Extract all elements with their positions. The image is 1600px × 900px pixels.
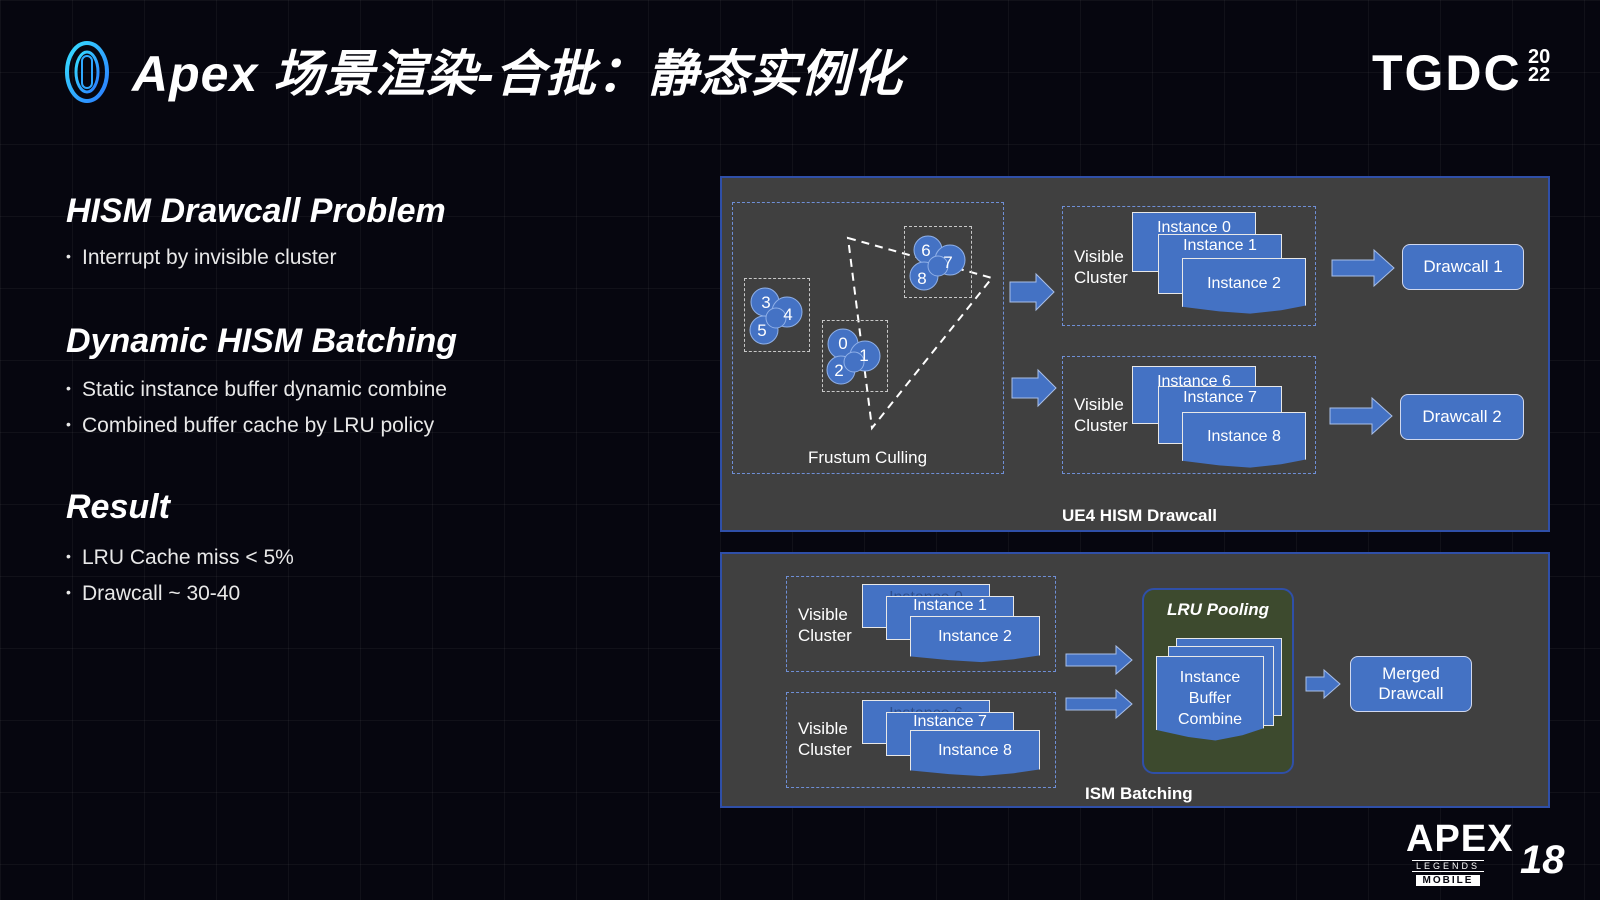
visible-cluster-label-line: Visible	[798, 605, 848, 624]
visible-cluster-label-line: Cluster	[798, 740, 852, 759]
visible-cluster-label: Visible Cluster	[798, 718, 852, 760]
section-heading-dynamic-batching: Dynamic HISM Batching	[66, 322, 458, 360]
cluster-number: 4	[783, 305, 793, 324]
visible-cluster-group	[786, 576, 1056, 672]
arrow-right-icon	[1011, 368, 1057, 408]
cluster-number: 3	[761, 293, 771, 312]
instance-card: Instance 8	[1182, 412, 1306, 468]
cluster-box	[744, 278, 810, 352]
cluster-box	[904, 226, 972, 298]
drawcall-box: Drawcall 1	[1402, 244, 1524, 290]
arrow-right-icon	[1065, 644, 1133, 676]
instance-blobs	[749, 235, 966, 385]
visible-cluster-label-line: Cluster	[798, 626, 852, 645]
visible-cluster-label-line: Cluster	[1074, 268, 1128, 287]
pool-line: Instance	[1179, 669, 1241, 686]
visible-cluster-label-line: Visible	[1074, 247, 1124, 266]
cluster-number: 5	[757, 321, 767, 340]
tgdc-year-bottom: 22	[1528, 64, 1551, 86]
apex-legends-logo: APEX LEGENDS MOBILE	[1406, 818, 1514, 886]
pool-line: Buffer	[1188, 690, 1232, 707]
apex-logo-mobile: MOBILE	[1416, 875, 1480, 886]
cluster-number: 7	[943, 253, 953, 272]
apex-logo-sub: LEGENDS	[1412, 860, 1484, 872]
lru-pooling-title: LRU Pooling	[1167, 600, 1269, 619]
cluster-number: 1	[859, 346, 869, 365]
section-heading-hism-problem: HISM Drawcall Problem	[66, 192, 446, 230]
tgdc-logo: TGDC	[1372, 45, 1522, 101]
frustum-culling-box	[732, 202, 1004, 474]
frustum-culling-label: Frustum Culling	[808, 448, 928, 467]
cluster-number: 6	[921, 241, 931, 260]
visible-cluster-label-line: Visible	[1074, 395, 1124, 414]
visible-cluster-label: Visible Cluster	[798, 604, 852, 646]
arrow-right-icon	[1331, 248, 1395, 288]
section-heading-result: Result	[66, 488, 170, 526]
panel-caption: UE4 HISM Drawcall	[1062, 506, 1217, 525]
bullet-item: LRU Cache miss < 5%	[66, 546, 294, 570]
ring-logo-icon	[65, 41, 109, 103]
visible-cluster-label: Visible Cluster	[1074, 246, 1128, 288]
arrow-right-icon	[1065, 688, 1133, 720]
drawcall-box: Drawcall 2	[1400, 394, 1524, 440]
bullet-item: Static instance buffer dynamic combine	[66, 378, 447, 402]
merged-drawcall-box: Merged Drawcall	[1350, 656, 1472, 712]
cluster-number: 2	[834, 361, 844, 380]
instance-buffer-combine-card: Instance Buffer Combine	[1156, 656, 1264, 741]
bullet-item: Combined buffer cache by LRU policy	[66, 414, 434, 438]
visible-cluster-group	[1062, 356, 1316, 474]
cluster-number: 8	[917, 269, 927, 288]
bullet-item: Interrupt by invisible cluster	[66, 246, 336, 270]
arrow-right-icon	[1305, 668, 1341, 700]
apex-logo-word: APEX	[1406, 818, 1514, 860]
visible-cluster-label-line: Visible	[798, 719, 848, 738]
panel-caption: ISM Batching	[1085, 784, 1193, 803]
visible-cluster-group	[786, 692, 1056, 788]
instance-card: Instance 2	[910, 616, 1040, 663]
arrow-right-icon	[1009, 272, 1055, 312]
visible-cluster-group	[1062, 206, 1316, 326]
instance-card: Instance 8	[910, 730, 1040, 777]
cluster-box	[822, 320, 888, 392]
page-title: Apex 场景渲染-合批：静态实例化	[132, 46, 903, 102]
arrow-right-icon	[1329, 396, 1393, 436]
pool-line: Combine	[1177, 711, 1243, 728]
tgdc-year: 20 22	[1528, 46, 1551, 86]
merged-drawcall-line: Merged	[1382, 664, 1440, 683]
cluster-number: 0	[838, 334, 848, 353]
visible-cluster-label-line: Cluster	[1074, 416, 1128, 435]
merged-drawcall-line: Drawcall	[1378, 684, 1444, 703]
page-number: 18	[1520, 838, 1565, 882]
bullet-item: Drawcall ~ 30-40	[66, 582, 240, 606]
tgdc-year-top: 20	[1528, 46, 1551, 68]
visible-cluster-label: Visible Cluster	[1074, 394, 1128, 436]
instance-card: Instance 2	[1182, 258, 1306, 314]
